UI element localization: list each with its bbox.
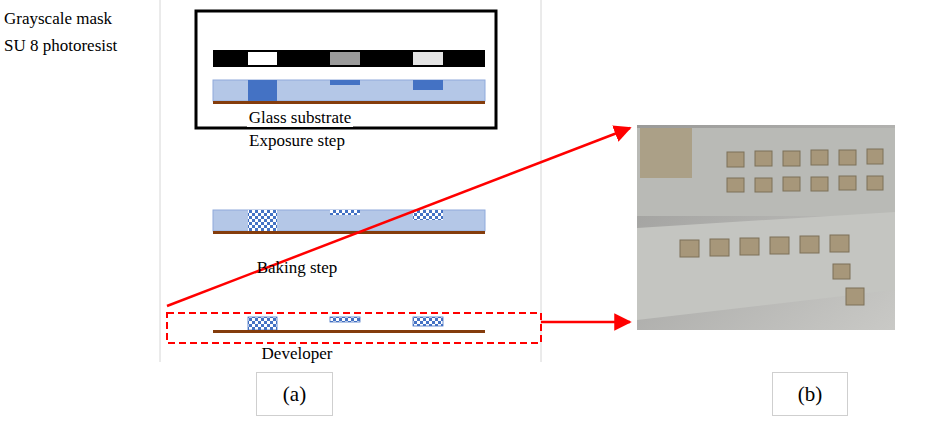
layer-label: SU 8 photoresist <box>4 37 117 56</box>
step-label: Baking step <box>257 259 338 278</box>
crosslinked-region <box>413 210 443 220</box>
panel-tag: (b) <box>772 372 848 416</box>
layer-label: Grayscale mask <box>4 10 112 29</box>
developed-structure <box>248 317 277 330</box>
panel-letter: (a) <box>283 382 306 407</box>
developed-structure <box>330 317 360 322</box>
slide-frosted-end <box>640 128 692 178</box>
exposure-frame <box>196 11 496 128</box>
panel-divider <box>541 0 542 362</box>
glass-slide <box>637 128 895 216</box>
panel-letter: (b) <box>798 382 823 407</box>
exposed-region <box>330 80 360 85</box>
grayscale-mask <box>213 50 485 67</box>
panel-divider <box>160 0 161 362</box>
glass-substrate <box>213 101 485 104</box>
exposed-region <box>413 80 443 90</box>
photo-background <box>637 125 895 330</box>
glass-substrate <box>213 231 485 234</box>
mask-window-grey <box>330 52 360 65</box>
glass-slide <box>637 212 895 320</box>
developed-structure <box>413 317 443 326</box>
step-label: Developer <box>260 345 335 364</box>
panel-tag: (a) <box>256 372 333 416</box>
su8-layer <box>213 210 485 231</box>
pointer-arrow <box>541 321 630 324</box>
mask-window-clear <box>248 52 277 65</box>
sample-photo <box>637 125 895 330</box>
exposed-region <box>248 80 277 101</box>
su8-layer <box>213 80 485 101</box>
highlight-box <box>167 313 541 343</box>
crosslinked-region <box>248 210 277 231</box>
layer-label: Glass substrate <box>247 109 353 128</box>
mask-window-light <box>413 52 443 65</box>
step-label: Exposure step <box>247 132 347 151</box>
pointer-arrow <box>167 128 630 306</box>
su8-squares <box>680 149 883 305</box>
crosslinked-region <box>330 210 360 215</box>
glass-substrate <box>213 330 485 333</box>
